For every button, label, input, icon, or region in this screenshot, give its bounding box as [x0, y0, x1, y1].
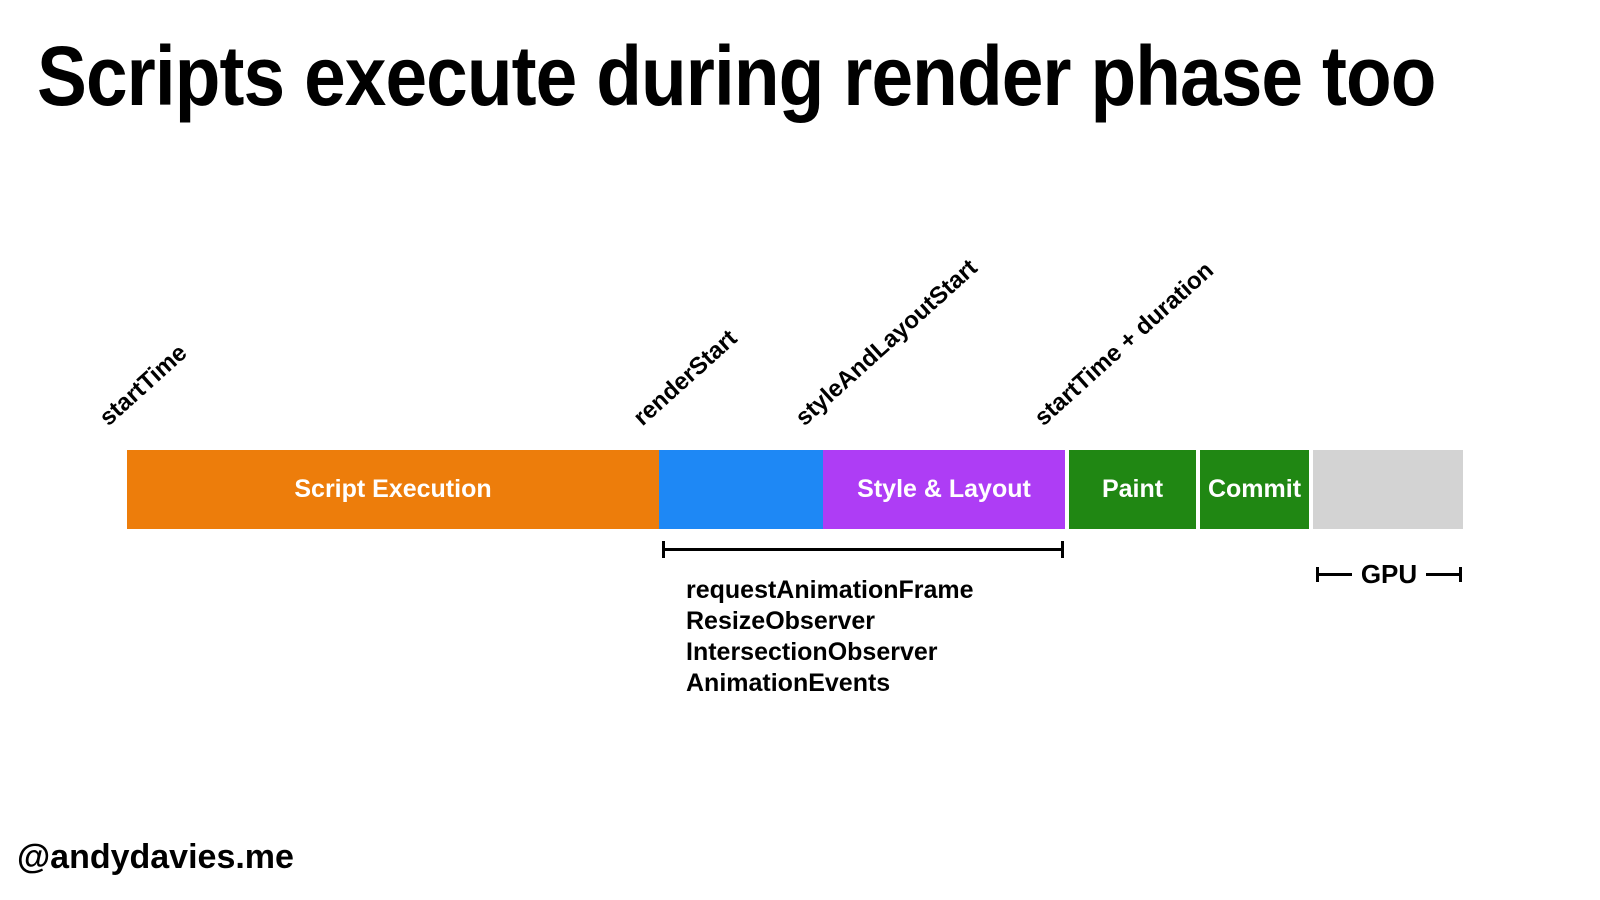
bar-segment-gap	[1065, 450, 1069, 529]
bar-segment-gpu-segment	[1313, 450, 1463, 529]
callback-list-item: requestAnimationFrame	[686, 576, 974, 604]
bracket-right-tick	[1061, 541, 1064, 558]
slide-title: Scripts execute during render phase too	[37, 29, 1436, 123]
bar-segment-style-and-layout: Style & Layout	[823, 450, 1065, 529]
timeline-marker-label: startTime	[94, 339, 193, 432]
bar-segment-gap	[1196, 450, 1200, 529]
bar-segment-commit: Commit	[1200, 450, 1309, 529]
timeline-marker-label: styleAndLayoutStart	[790, 254, 983, 432]
render-phase-bracket	[662, 541, 1064, 558]
timeline-marker-label: startTime + duration	[1029, 256, 1219, 432]
timeline-marker-label: renderStart	[628, 324, 743, 432]
bar-segment-gap	[1309, 450, 1313, 529]
bar-segment-render-pre-style	[659, 450, 823, 529]
gpu-bracket: GPU	[1316, 559, 1462, 590]
bar-segment-paint: Paint	[1069, 450, 1196, 529]
gpu-bracket-right-line	[1426, 573, 1459, 576]
callback-list-item: AnimationEvents	[686, 669, 891, 697]
author-handle: @andydavies.me	[17, 838, 294, 876]
bracket-line	[662, 548, 1064, 551]
gpu-bracket-left-tick	[1316, 567, 1319, 582]
bar-segment-script-execution: Script Execution	[127, 450, 659, 529]
gpu-bracket-left-line	[1319, 573, 1352, 576]
callback-list-item: IntersectionObserver	[686, 638, 938, 666]
gpu-bracket-right-tick	[1459, 567, 1462, 582]
gpu-label: GPU	[1360, 559, 1418, 589]
callback-list-item: ResizeObserver	[686, 607, 876, 635]
